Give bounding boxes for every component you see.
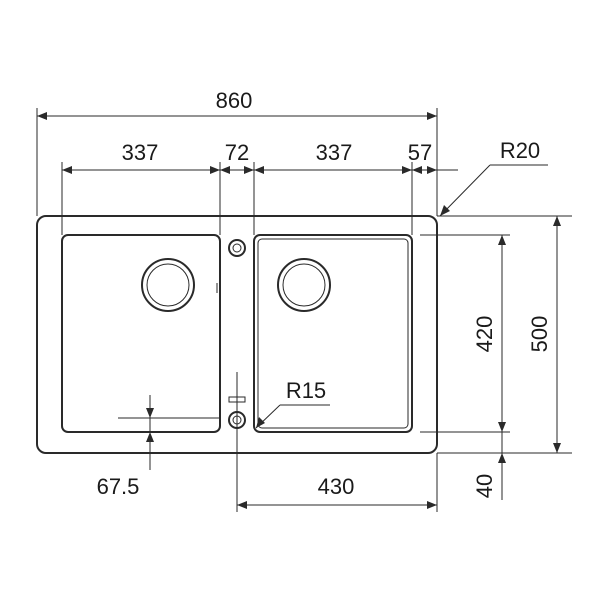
label-overall-depth: 500 [527, 316, 552, 353]
label-right-rim: 57 [408, 140, 432, 165]
right-drain-outer [277, 258, 331, 312]
right-bowl [253, 234, 413, 433]
label-bowl-depth: 420 [472, 316, 497, 353]
label-front-rim: 40 [472, 474, 497, 498]
left-drain-outer [141, 258, 195, 312]
label-divider-width: 72 [225, 140, 249, 165]
label-overflow-to-edge: 430 [318, 474, 355, 499]
label-overall-width: 860 [216, 88, 253, 113]
label-corner-radius-outer: R20 [500, 138, 540, 163]
leader-r20 [439, 164, 491, 217]
label-right-bowl-width: 337 [316, 140, 353, 165]
tap-hole-inner [232, 243, 242, 253]
extension-lines [36, 108, 572, 512]
tap-hole-outer [228, 239, 246, 257]
left-drain-inner [146, 263, 190, 307]
left-bowl [61, 234, 221, 433]
label-drain-offset: 67.5 [97, 474, 140, 499]
label-left-bowl-width: 337 [122, 140, 159, 165]
dimension-labels: 860 337 72 337 57 R20 420 500 40 R15 67.… [97, 88, 552, 499]
right-drain-inner [282, 263, 326, 307]
label-corner-radius-inner: R15 [286, 378, 326, 403]
right-bowl-inner-edge [257, 238, 409, 429]
dimension-lines [37, 112, 561, 509]
